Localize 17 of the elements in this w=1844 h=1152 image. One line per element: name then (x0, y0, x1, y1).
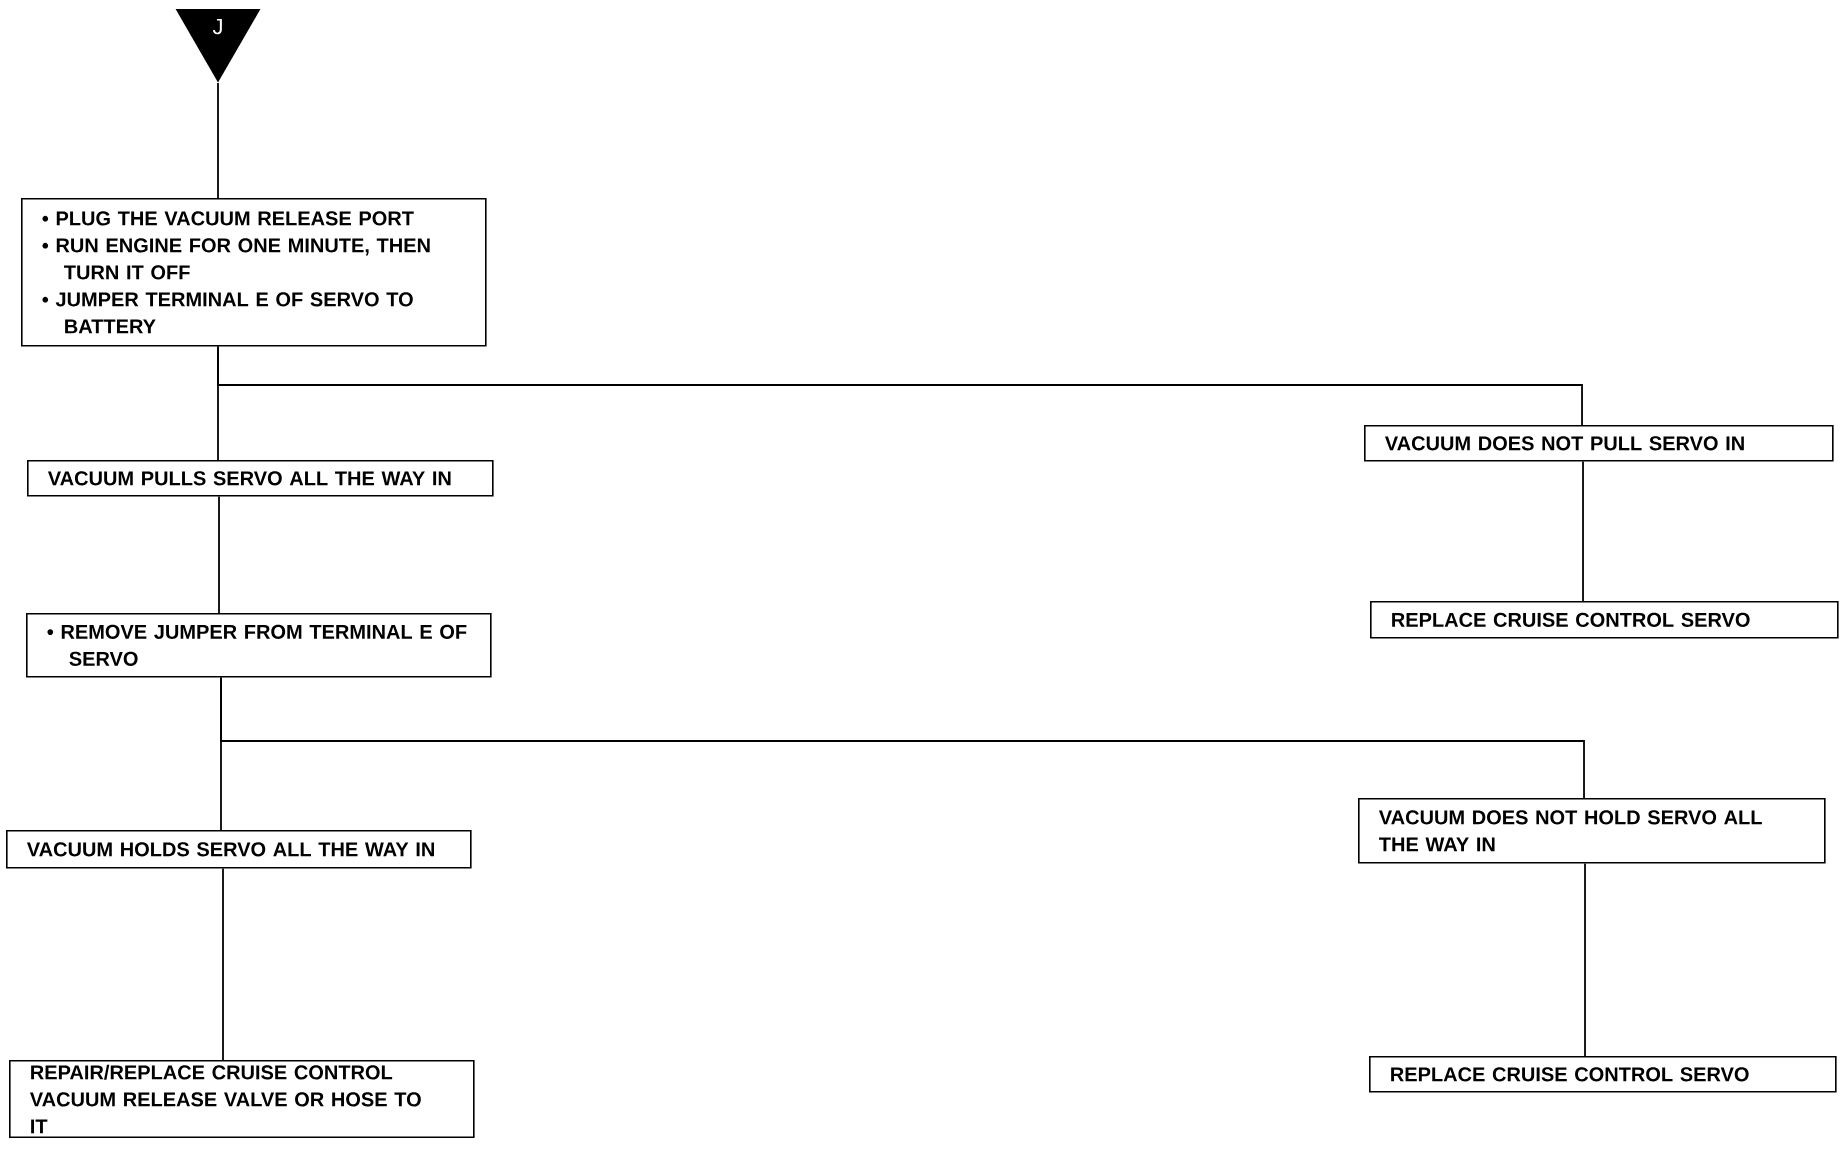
connector-line (1582, 460, 1584, 602)
process-box: REPAIR/REPLACE CRUISE CONTROL VACUUM RELEASE VALVE OR HOSE TO IT (9, 1060, 475, 1139)
process-box: VACUUM DOES NOT HOLD SERVO ALL THE WAY IN (1358, 798, 1826, 864)
process-box: REPLACE CRUISE CONTROL SERVO (1370, 601, 1839, 639)
connector-line (222, 867, 224, 1061)
process-box: REPLACE CRUISE CONTROL SERVO (1369, 1056, 1837, 1093)
process-box: • PLUG THE VACUUM RELEASE PORT • RUN ENGINE FOR ONE MINUTE, THEN TURN IT OFF • JUMPER TERMINAL E OF SERVO TO BATTERY (21, 198, 487, 347)
process-box: • REMOVE JUMPER FROM TERMINAL E OF SERVO (26, 613, 492, 678)
connector-line (1584, 862, 1586, 1057)
connector-line (217, 345, 1583, 426)
connector-line (218, 495, 220, 614)
connector-triangle: J (175, 9, 261, 83)
connector-line (217, 82, 219, 199)
connector-line (220, 676, 1585, 799)
process-box: VACUUM PULLS SERVO ALL THE WAY IN (27, 460, 494, 497)
process-box: VACUUM DOES NOT PULL SERVO IN (1364, 425, 1834, 462)
process-box: VACUUM HOLDS SERVO ALL THE WAY IN (6, 830, 472, 869)
